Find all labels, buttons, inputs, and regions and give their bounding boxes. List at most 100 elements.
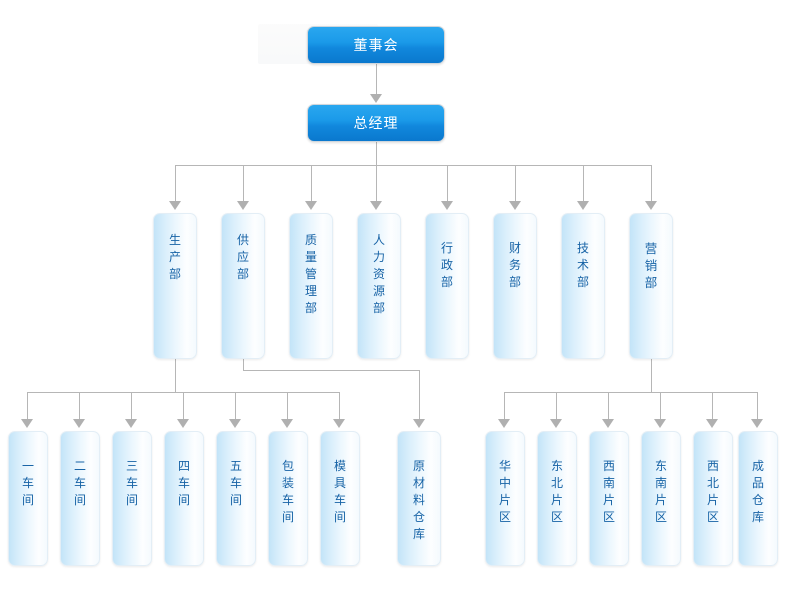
node-region-southwest[interactable]: 西 南 片 区 xyxy=(589,431,629,566)
node-finished-goods-warehouse[interactable]: 成 品 仓 库 xyxy=(738,431,778,566)
connector-workshop-drop-2 xyxy=(79,392,80,421)
arrow-dept-1 xyxy=(169,201,181,210)
arrow-dept-8 xyxy=(645,201,657,210)
node-region-northeast-label: 东 北 片 区 xyxy=(550,459,563,524)
connector-workshop-drop-3 xyxy=(131,392,132,421)
connector-region-bus xyxy=(504,392,758,393)
connector-dept-drop-1 xyxy=(175,165,176,203)
connector-gm-stem xyxy=(376,142,377,166)
node-region-northeast[interactable]: 东 北 片 区 xyxy=(537,431,577,566)
node-department-production-label: 生 产 部 xyxy=(168,233,181,281)
node-department-technology[interactable]: 技 术 部 xyxy=(561,213,605,359)
node-department-supply[interactable]: 供 应 部 xyxy=(221,213,265,359)
node-workshop-4[interactable]: 四 车 间 xyxy=(164,431,204,566)
node-workshop-5[interactable]: 五 车 间 xyxy=(216,431,256,566)
connector-supply-stem xyxy=(243,359,244,371)
connector-supply-drop xyxy=(419,370,420,421)
connector-dept-drop-5 xyxy=(447,165,448,203)
arrow-region-4 xyxy=(654,419,666,428)
connector-dept-drop-3 xyxy=(311,165,312,203)
connector-workshop-drop-7 xyxy=(339,392,340,421)
node-region-northwest[interactable]: 西 北 片 区 xyxy=(693,431,733,566)
connector-region-drop-1 xyxy=(504,392,505,421)
node-department-finance[interactable]: 财 务 部 xyxy=(493,213,537,359)
node-region-northwest-label: 西 北 片 区 xyxy=(706,459,719,524)
arrow-region-3 xyxy=(602,419,614,428)
node-workshop-1[interactable]: 一 车 间 xyxy=(8,431,48,566)
arrow-workshop-5 xyxy=(229,419,241,428)
node-workshop-2-label: 二 车 间 xyxy=(73,459,86,507)
arrow-workshop-6 xyxy=(281,419,293,428)
node-workshop-3-label: 三 车 间 xyxy=(125,459,138,507)
connector-workshop-drop-4 xyxy=(183,392,184,421)
node-workshop-4-label: 四 车 间 xyxy=(177,459,190,507)
connector-dept-drop-4 xyxy=(376,165,377,203)
connector-supply-elbow xyxy=(243,370,420,371)
node-workshop-mold-label: 模 具 车 间 xyxy=(333,459,346,524)
arrow-workshop-1 xyxy=(21,419,33,428)
arrow-workshop-4 xyxy=(177,419,189,428)
arrow-dept-3 xyxy=(305,201,317,210)
node-department-marketing[interactable]: 营 销 部 xyxy=(629,213,673,359)
arrow-dept-5 xyxy=(441,201,453,210)
connector-production-stem xyxy=(175,359,176,392)
node-region-southeast-label: 东 南 片 区 xyxy=(654,459,667,524)
connector-region-drop-2 xyxy=(556,392,557,421)
node-workshop-packaging-label: 包 装 车 间 xyxy=(281,459,294,524)
arrow-raw-material-warehouse xyxy=(413,419,425,428)
node-region-central-china-label: 华 中 片 区 xyxy=(498,459,511,524)
node-workshop-3[interactable]: 三 车 间 xyxy=(112,431,152,566)
connector-board-to-gm xyxy=(376,64,377,96)
node-board-of-directors[interactable]: 董事会 xyxy=(307,26,445,64)
node-department-finance-label: 财 务 部 xyxy=(508,241,521,289)
node-workshop-mold[interactable]: 模 具 车 间 xyxy=(320,431,360,566)
arrow-region-6 xyxy=(751,419,763,428)
node-finished-goods-warehouse-label: 成 品 仓 库 xyxy=(751,459,764,524)
node-workshop-2[interactable]: 二 车 间 xyxy=(60,431,100,566)
node-department-human-resources-label: 人 力 资 源 部 xyxy=(372,233,385,315)
connector-dept-drop-7 xyxy=(583,165,584,203)
arrow-region-5 xyxy=(706,419,718,428)
connector-region-drop-5 xyxy=(712,392,713,421)
arrow-workshop-3 xyxy=(125,419,137,428)
connector-workshop-drop-5 xyxy=(235,392,236,421)
connector-dept-drop-2 xyxy=(243,165,244,203)
connector-region-drop-4 xyxy=(660,392,661,421)
arrow-region-1 xyxy=(498,419,510,428)
arrow-region-2 xyxy=(550,419,562,428)
connector-workshop-drop-1 xyxy=(27,392,28,421)
node-department-marketing-label: 营 销 部 xyxy=(644,241,658,290)
node-department-supply-label: 供 应 部 xyxy=(236,233,249,281)
arrow-dept-4 xyxy=(370,201,382,210)
node-region-southwest-label: 西 南 片 区 xyxy=(602,459,615,524)
connector-dept-drop-8 xyxy=(651,165,652,203)
node-department-administration-label: 行 政 部 xyxy=(440,241,453,289)
arrow-dept-6 xyxy=(509,201,521,210)
node-board-of-directors-label: 董事会 xyxy=(353,38,399,54)
arrow-workshop-7 xyxy=(333,419,345,428)
node-raw-material-warehouse-label: 原 材 料 仓 库 xyxy=(412,459,425,541)
connector-region-drop-3 xyxy=(608,392,609,421)
node-region-central-china[interactable]: 华 中 片 区 xyxy=(485,431,525,566)
node-department-quality-management-label: 质 量 管 理 部 xyxy=(304,233,317,315)
node-general-manager-label: 总经理 xyxy=(353,116,399,132)
node-raw-material-warehouse[interactable]: 原 材 料 仓 库 xyxy=(397,431,441,566)
node-workshop-1-label: 一 车 间 xyxy=(21,459,34,507)
node-department-production[interactable]: 生 产 部 xyxy=(153,213,197,359)
arrow-dept-7 xyxy=(577,201,589,210)
arrow-board-to-gm xyxy=(370,94,382,103)
node-department-human-resources[interactable]: 人 力 资 源 部 xyxy=(357,213,401,359)
node-workshop-packaging[interactable]: 包 装 车 间 xyxy=(268,431,308,566)
arrow-workshop-2 xyxy=(73,419,85,428)
arrow-dept-2 xyxy=(237,201,249,210)
connector-dept-drop-6 xyxy=(515,165,516,203)
node-department-quality-management[interactable]: 质 量 管 理 部 xyxy=(289,213,333,359)
connector-region-drop-6 xyxy=(757,392,758,421)
node-workshop-5-label: 五 车 间 xyxy=(229,459,242,507)
connector-marketing-stem xyxy=(651,359,652,392)
node-department-administration[interactable]: 行 政 部 xyxy=(425,213,469,359)
node-department-technology-label: 技 术 部 xyxy=(576,241,589,289)
node-region-southeast[interactable]: 东 南 片 区 xyxy=(641,431,681,566)
node-general-manager[interactable]: 总经理 xyxy=(307,104,445,142)
